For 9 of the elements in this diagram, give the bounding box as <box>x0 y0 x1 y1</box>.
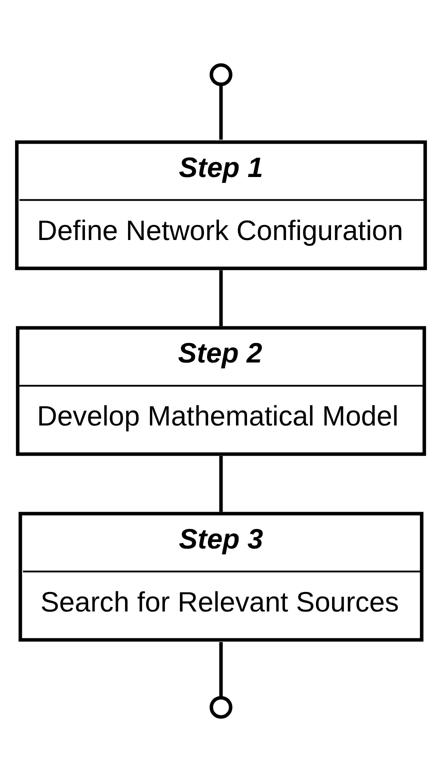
connector <box>219 456 223 512</box>
connector <box>219 270 223 326</box>
node-box: Step 3 Search for Relevant Sources <box>18 511 424 642</box>
connector <box>219 642 223 697</box>
node-circle <box>210 695 232 718</box>
node-box: Step 2 Develop Mathematical Model <box>16 326 426 456</box>
connector <box>219 84 223 140</box>
node-box: Step 1 Define Network Configuration <box>15 140 427 270</box>
node-circle <box>210 62 232 86</box>
